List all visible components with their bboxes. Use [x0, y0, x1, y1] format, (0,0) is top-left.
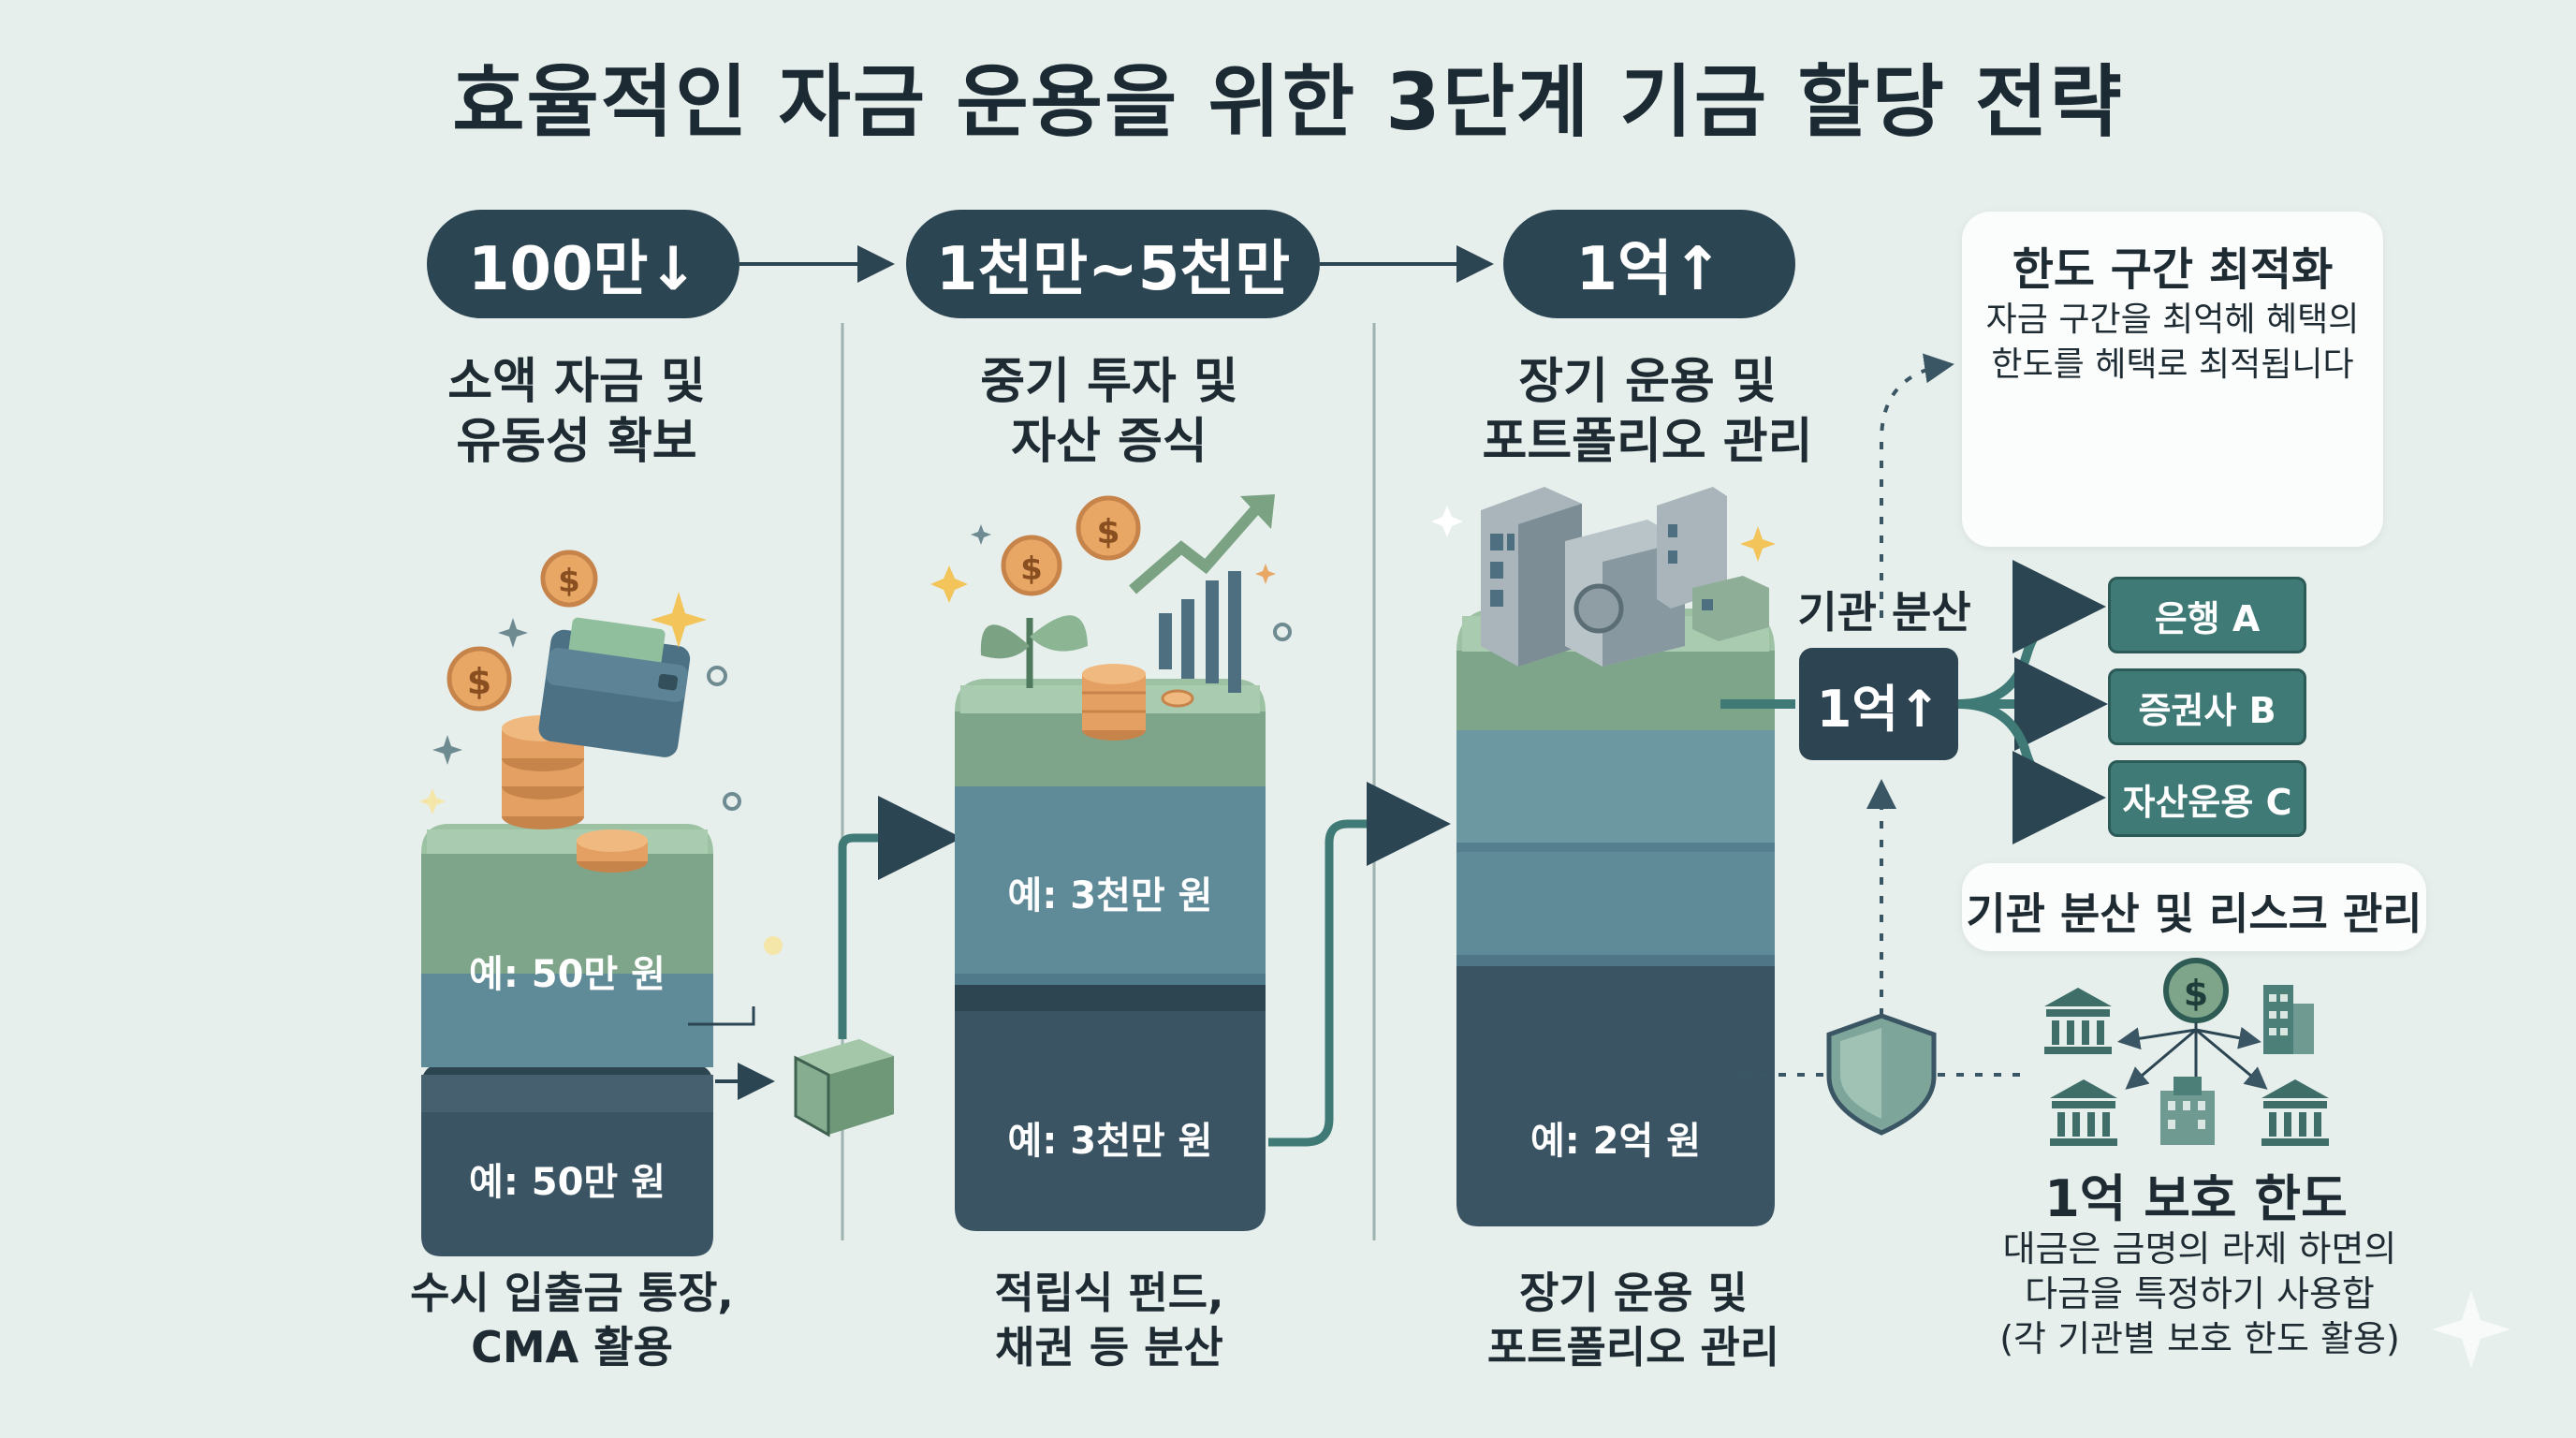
wallet-icon [538, 617, 691, 757]
protection-limit-title: 1억 보호 한도 [2044, 1169, 2348, 1228]
coin-icon [1082, 664, 1194, 741]
coin-icon: $ [1076, 495, 1141, 561]
cube-icon [794, 1039, 894, 1137]
svg-text:$: $ [1096, 513, 1120, 551]
coin-icon: $ [1001, 535, 1062, 596]
coin-icon: $ [446, 646, 512, 712]
bank-icon [2044, 988, 2112, 1054]
page-title: 효율적인 자금 운용을 위한 3단계 기금 할당 전략 [452, 56, 2124, 148]
coin-icon: $ [540, 550, 598, 608]
stage2-badge: 1천만~5천만 [906, 210, 1320, 318]
sparkle-icon [1740, 526, 1776, 562]
stage1-stack [421, 824, 713, 1256]
svg-text:$: $ [2184, 973, 2208, 1014]
sparkle-icon [419, 788, 446, 814]
limit-optimization-card: 한도 구간 최적화 자금 구간을 최억헤 혜택의 한도를 헤택로 최적됩니다 [1962, 212, 2383, 547]
coin-icon [502, 715, 648, 873]
sparkle-icon [930, 565, 968, 603]
building-icon [1692, 576, 1769, 641]
institution-securities-b: 증권사 B [2108, 668, 2306, 745]
limit-card-title: 한도 구간 최적화 [2012, 243, 2334, 296]
bank-icon [2261, 1079, 2329, 1146]
bank-icon [2050, 1079, 2117, 1146]
sparkle-icon [2432, 1290, 2510, 1369]
stage2-layer-label-bottom: 예: 3천만 원 [1007, 1120, 1213, 1163]
stage2-heading: 중기 투자 및 자산 증식 [980, 354, 1238, 470]
svg-text:$: $ [558, 563, 580, 600]
limit-card-text: 자금 구간을 최억헤 혜택의 한도를 헤택로 최적됩니다 [1985, 301, 2360, 384]
coin-icon: $ [2163, 958, 2229, 1023]
sparkle-icon [651, 592, 707, 648]
svg-text:$: $ [1020, 550, 1043, 588]
stage1-footer: 수시 입출금 통장, CMA 활용 [410, 1268, 734, 1372]
building-icon [1657, 487, 1727, 609]
sparkle-icon [432, 735, 462, 765]
stage3-layer-label: 예: 2억 원 [1530, 1120, 1702, 1163]
trend-arrow-icon [1129, 502, 1264, 594]
distribution-amount-box: 1억↑ [1799, 648, 1958, 760]
svg-text:$: $ [467, 661, 491, 702]
stage1-layer-label-bottom: 예: 50만 원 [469, 1161, 666, 1204]
institution-bank-a: 은행 A [2108, 577, 2306, 653]
stage1-badge: 100만↓ [427, 210, 739, 318]
protection-limit-text: 대금은 금명의 라제 하면의 다금을 특정하기 사용합 (각 기관별 보호 한도… [1999, 1228, 2400, 1359]
risk-title: 기관 분산 및 리스크 관리 [1966, 888, 2422, 939]
sparkle-icon [971, 524, 991, 545]
stage3-heading: 장기 운용 및 포트폴리오 관리 [1482, 354, 1813, 470]
building-icon [2160, 1077, 2215, 1145]
shield-icon [1826, 1013, 1937, 1136]
bar-chart-icon [1159, 571, 1241, 693]
plant-icon [980, 615, 1088, 688]
stage2-footer: 적립식 펀드, 채권 등 분산 [994, 1268, 1224, 1372]
institution-asset-mgmt-c: 자산운용 C [2108, 760, 2306, 837]
sparkle-icon [1431, 506, 1463, 537]
stage1-layer-label-top: 예: 50만 원 [469, 953, 666, 996]
building-icon [2263, 985, 2314, 1054]
distribution-label: 기관 분산 [1797, 587, 1971, 638]
sparkle-icon [498, 618, 528, 648]
sparkle-icon [1255, 564, 1276, 584]
stage2-layer-label-top: 예: 3천만 원 [1007, 874, 1213, 917]
stage1-heading: 소액 자금 및 유동성 확보 [447, 354, 706, 470]
stage3-badge: 1억↑ [1503, 210, 1795, 318]
risk-title-card: 기관 분산 및 리스크 관리 [1962, 863, 2426, 951]
stage3-footer: 장기 운용 및 포트폴리오 관리 [1486, 1268, 1780, 1372]
